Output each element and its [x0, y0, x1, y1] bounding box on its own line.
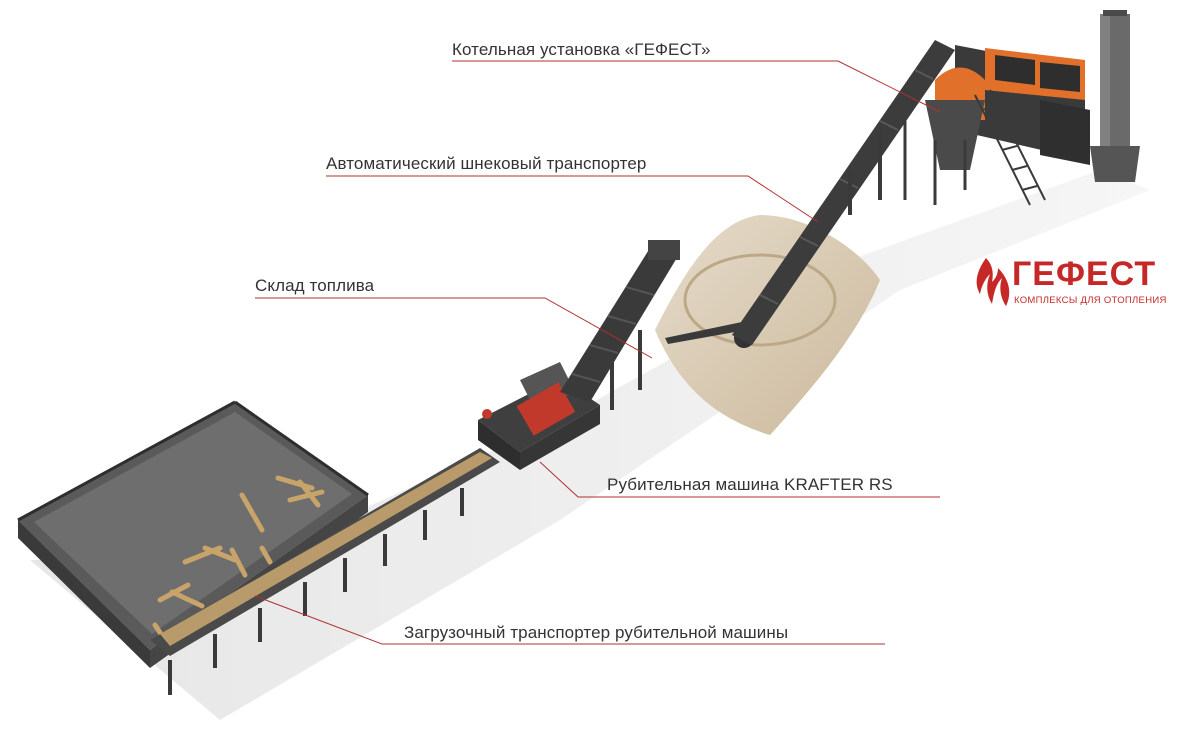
- ground-shadow: [30, 170, 1150, 720]
- leader-boiler: [452, 60, 941, 113]
- chip-conveyor: [560, 240, 680, 410]
- logs: [152, 475, 325, 643]
- feed-conveyor: [150, 448, 500, 695]
- label-fuel-store: Склад топлива: [255, 276, 375, 295]
- leader-feeder: [254, 595, 885, 645]
- leader-auger: [326, 175, 819, 223]
- logo-tagline: КОМПЛЕКСЫ ДЛЯ ОТОПЛЕНИЯ: [1014, 295, 1167, 306]
- chipper-machine: [478, 362, 600, 470]
- leader-lines: [254, 60, 941, 645]
- chimney: [1090, 10, 1140, 182]
- flame-icon: [976, 258, 1010, 306]
- fuel-pile: [655, 215, 880, 435]
- boiler-unit: [903, 45, 1090, 206]
- gefest-logo: ГЕФЕСТ КОМПЛЕКСЫ ДЛЯ ОТОПЛЕНИЯ: [972, 254, 1172, 314]
- label-feed-conveyor: Загрузочный транспортер рубительной маши…: [404, 623, 789, 642]
- leader-store: [255, 297, 653, 359]
- logo-name: ГЕФЕСТ: [1012, 255, 1157, 293]
- auger-conveyor: [732, 40, 955, 345]
- label-chipper: Рубительная машина KRAFTER RS: [607, 475, 893, 494]
- label-auger-conveyor: Автоматический шнековый транспортер: [326, 154, 647, 173]
- label-boiler: Котельная установка «ГЕФЕСТ»: [452, 40, 711, 59]
- leader-chipper: [539, 461, 940, 498]
